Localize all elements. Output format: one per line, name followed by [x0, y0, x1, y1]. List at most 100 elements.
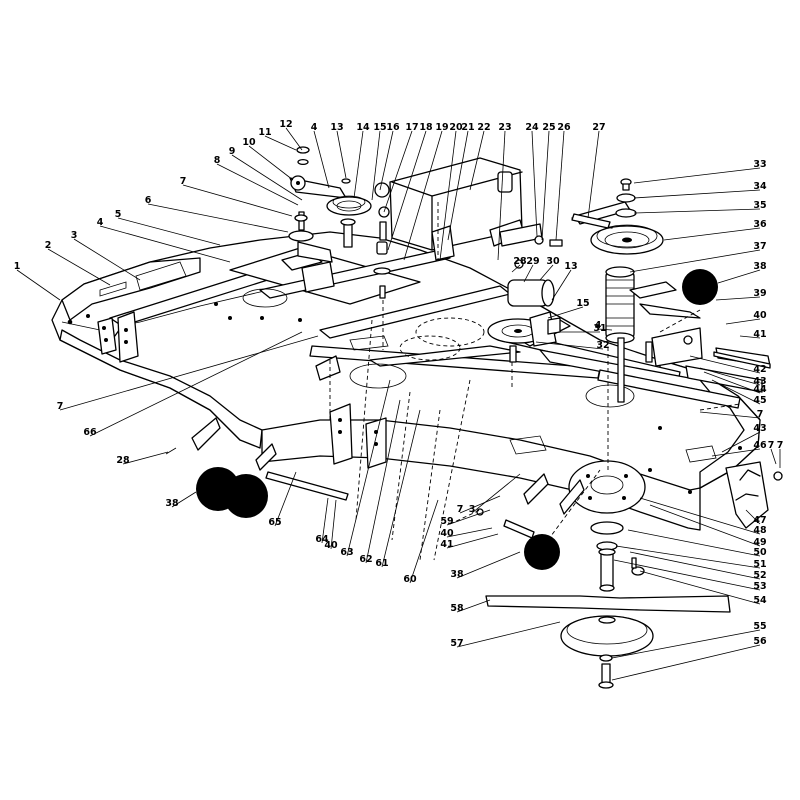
callout-label: 14 — [356, 122, 370, 133]
callout-label: 60 — [403, 574, 417, 585]
leader-line — [383, 130, 413, 213]
anti-scalp-wheels — [165, 269, 771, 570]
leader-line — [611, 644, 761, 681]
leader-line — [456, 599, 491, 613]
callout-label: 50 — [753, 547, 767, 558]
callout-label: 8 — [214, 155, 221, 166]
callout-label: 63 — [340, 547, 353, 558]
leader-line — [639, 497, 761, 535]
leader-line — [633, 167, 761, 184]
leader-line — [531, 130, 538, 237]
callout-label: 52 — [753, 570, 766, 581]
leader-line — [739, 335, 761, 339]
leader-line — [216, 163, 299, 206]
leader-line — [59, 335, 319, 411]
callout-label: 35 — [753, 200, 766, 211]
leader-line — [711, 448, 761, 457]
leader-line — [547, 306, 584, 319]
leader-line — [663, 227, 761, 241]
center-pulley-assembly — [487, 259, 561, 363]
callout-label: 13 — [330, 122, 343, 133]
callout-label: 45 — [753, 395, 766, 406]
leader-line — [313, 130, 330, 189]
leader-line — [699, 411, 761, 419]
callout-label: 40 — [324, 540, 338, 551]
leader-line — [717, 269, 761, 284]
callout-label: 28 — [513, 256, 527, 267]
callout-label: 47 — [753, 515, 766, 526]
callout-label: 49 — [753, 537, 766, 548]
leader-line — [633, 189, 761, 199]
leader-line — [321, 497, 329, 544]
callout-label: 6 — [145, 195, 152, 206]
leader-line — [264, 135, 297, 151]
callout-label: 43 — [753, 376, 766, 387]
leader-line — [703, 371, 761, 394]
callout-label: 43 — [753, 423, 766, 434]
callout-label: 38 — [165, 498, 179, 509]
leader-line — [73, 238, 141, 281]
leader-line — [745, 509, 761, 525]
callout-label: 7 — [757, 409, 764, 420]
callout-label: 29 — [526, 256, 539, 267]
leader-line — [336, 130, 347, 179]
callout-label: 46 — [753, 440, 767, 451]
callout-label: 11 — [258, 127, 271, 138]
callout-label: 31 — [593, 323, 606, 334]
callout-label: 58 — [450, 603, 464, 614]
callout-label: 66 — [83, 427, 97, 438]
leader-line — [597, 328, 613, 331]
leader-line — [539, 264, 554, 281]
leader-line — [456, 551, 521, 579]
leader-line — [47, 248, 111, 286]
callout-label: 2 — [45, 240, 52, 251]
callout-label: 7 — [777, 440, 784, 451]
leader-line — [122, 451, 169, 465]
leader-line — [89, 331, 303, 437]
leader-line — [725, 318, 761, 325]
callout-label: 36 — [753, 219, 767, 230]
leader-line — [535, 341, 604, 350]
callout-label: 51 — [753, 559, 766, 570]
callout-label: 57 — [450, 638, 463, 649]
callout-label: 26 — [557, 122, 571, 133]
callout-label: 15 — [373, 122, 386, 133]
leader-line — [639, 570, 761, 605]
leader-line — [551, 269, 572, 301]
leader-line — [446, 533, 499, 549]
callout-label: 18 — [419, 122, 433, 133]
leader-line — [147, 203, 289, 233]
callout-label: 33 — [753, 159, 766, 170]
leader-line — [387, 130, 427, 251]
belt-segment — [571, 213, 611, 229]
callout-label: 16 — [386, 122, 400, 133]
leader-line — [346, 379, 391, 557]
leader-line — [409, 499, 439, 584]
callout-label: 65 — [268, 517, 281, 528]
callout-label: 19 — [435, 122, 448, 133]
leader-line — [456, 621, 561, 648]
callout-label: 4 — [595, 320, 602, 331]
leader-line — [117, 217, 221, 246]
leader-line — [274, 471, 297, 527]
belt-guide-bracket — [373, 157, 563, 299]
leader-line — [447, 130, 469, 241]
idler-arm-assembly — [288, 146, 372, 263]
leader-line — [285, 127, 303, 151]
callout-label: 54 — [753, 595, 767, 606]
leader-line — [699, 367, 761, 386]
leader-line — [627, 529, 761, 557]
callout-label: 21 — [461, 122, 474, 133]
leader-line — [330, 499, 337, 550]
callout-label: 42 — [753, 364, 766, 375]
leader-line — [770, 448, 777, 465]
callout-label: 37 — [753, 241, 766, 252]
blade-wells — [242, 288, 717, 463]
callout-label: 59 — [440, 516, 453, 527]
callout-label: 3 — [469, 504, 476, 515]
leader-line — [711, 379, 761, 405]
leader-line — [99, 225, 231, 263]
